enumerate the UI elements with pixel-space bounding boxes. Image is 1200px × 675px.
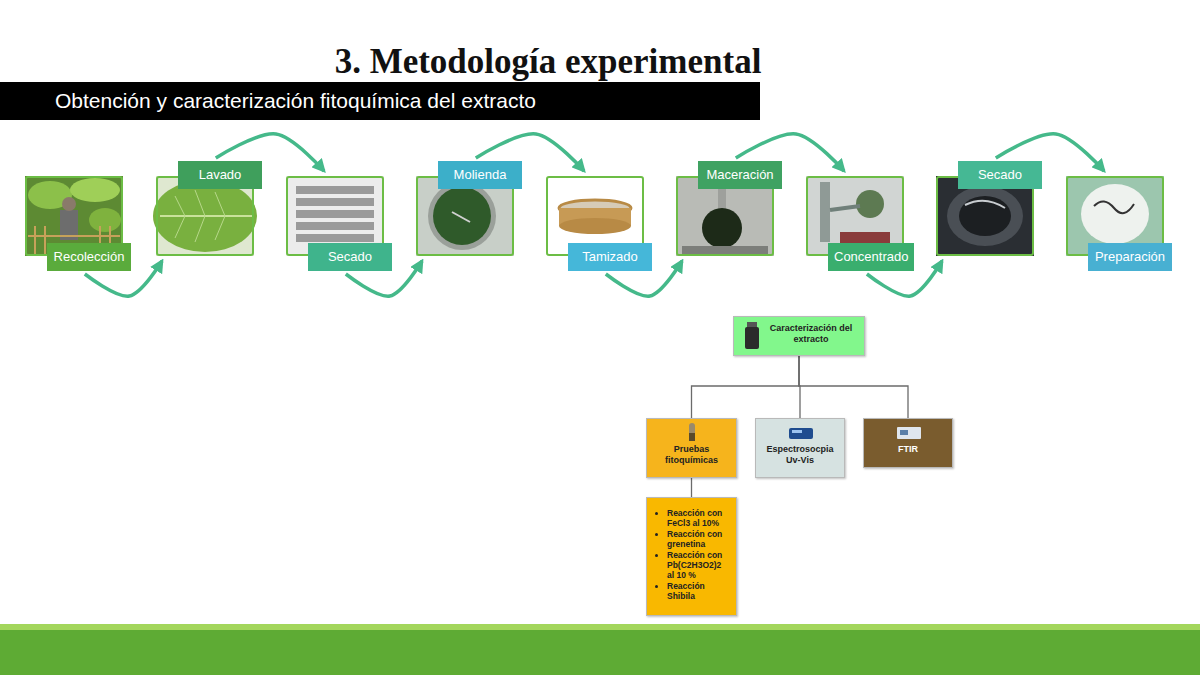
box-label: Caracterización del extracto xyxy=(734,317,864,345)
method-box: Pruebas fitoquímicas xyxy=(646,418,737,478)
photo-dryer-part-part xyxy=(296,222,374,230)
icon-part xyxy=(789,428,813,439)
process-step: Maceración xyxy=(676,176,774,256)
slide-title: 3. Metodología experimental xyxy=(0,40,1096,84)
photo-drying-flask-part xyxy=(959,196,1011,236)
tree-connector xyxy=(692,356,800,418)
photo-sample-jar-part xyxy=(1094,201,1134,213)
test-list: Reacción con FeCl3 al 10%Reacción con gr… xyxy=(646,497,737,616)
process-step: Tamizado xyxy=(546,176,644,256)
section-band: Obtención y caracterización fitoquímica … xyxy=(0,82,760,120)
photo-grinding-part xyxy=(452,212,470,222)
photo-collection-part xyxy=(62,197,76,211)
process-step: Secado xyxy=(936,176,1034,256)
tree-connector xyxy=(691,478,692,497)
footer-bar-part xyxy=(0,624,1200,630)
photo-dryer-part-part xyxy=(296,198,374,206)
photo-grinding-part xyxy=(428,182,496,250)
step-label: Lavado xyxy=(178,161,262,189)
photo-washing-part-part xyxy=(195,190,205,216)
section-heading: Obtención y caracterización fitoquímica … xyxy=(0,82,760,120)
footer-bar xyxy=(0,624,1200,675)
photo-sample-jar-part xyxy=(1081,184,1149,244)
icon xyxy=(896,425,922,441)
list-item: Reacción con Pb(C2H3O2)2 al 10 % xyxy=(667,550,730,580)
process-step: Molienda xyxy=(416,176,514,256)
photo-collection-part-part xyxy=(34,226,36,254)
photo-maceration-part xyxy=(682,246,768,254)
icon-part xyxy=(897,427,921,439)
photo-washing-part xyxy=(175,190,225,242)
photo-sieve-part xyxy=(559,218,631,234)
photo-collection-part xyxy=(89,208,121,232)
photo-collection-part-part xyxy=(28,235,120,237)
step-label: Maceración xyxy=(698,161,782,189)
box-label: Pruebas fitoquímicas xyxy=(647,419,736,470)
list-item: Reacción con grenetina xyxy=(667,529,730,549)
box-label: Espectrosocpia Uv-Vis xyxy=(756,419,844,470)
photo-washing-part-part xyxy=(175,216,185,238)
photo-collection-part-part xyxy=(44,226,46,254)
process-step: Recolección xyxy=(25,176,123,256)
footer-bar-part xyxy=(0,630,1200,675)
method-box: FTIR xyxy=(863,418,953,468)
method-box: Espectrosocpia Uv-Vis xyxy=(755,418,845,478)
icon-part xyxy=(745,327,759,349)
process-step: Lavado xyxy=(156,176,254,256)
step-label: Molienda xyxy=(438,161,522,189)
icon-part xyxy=(900,430,908,435)
list-item: Reacción con FeCl3 al 10% xyxy=(667,508,730,528)
photo-dryer-part xyxy=(296,186,374,242)
icon-part xyxy=(792,430,802,433)
step-label: Secado xyxy=(958,161,1042,189)
tree-connector xyxy=(799,356,908,418)
photo-dryer-part-part xyxy=(296,186,374,194)
step-label: Tamizado xyxy=(568,243,652,271)
box-label: FTIR xyxy=(864,419,952,459)
photo-dryer-part-part xyxy=(296,234,374,242)
photo-washing-part xyxy=(153,180,257,252)
photo-washing-part-part xyxy=(215,216,225,240)
list-item: Reacción Shibila xyxy=(667,581,730,601)
step-label: Secado xyxy=(308,243,392,271)
icon-part xyxy=(747,322,757,327)
process-step: Preparación xyxy=(1066,176,1164,256)
icon-part xyxy=(689,433,695,441)
root-box: Caracterización del extracto xyxy=(733,316,865,356)
icon xyxy=(685,423,699,443)
photo-washing-part xyxy=(160,215,252,217)
photo-rotavap-part xyxy=(820,182,830,242)
photo-dryer-part-part xyxy=(296,210,374,218)
photo-collection-part xyxy=(70,178,120,202)
photo-rotavap-part xyxy=(856,190,884,218)
photo-rotavap-part xyxy=(830,206,860,210)
icon-part xyxy=(689,423,695,441)
step-label: Recolección xyxy=(47,243,131,271)
process-step: Concentrado xyxy=(806,176,904,256)
step-label: Preparación xyxy=(1088,243,1172,271)
process-step: Secado xyxy=(286,176,384,256)
icon xyxy=(788,425,814,441)
step-label: Concentrado xyxy=(828,243,914,271)
photo-maceration-part xyxy=(702,208,742,248)
icon xyxy=(744,322,760,350)
photo-drying-flask-part xyxy=(947,186,1023,246)
photo-washing-part-part xyxy=(175,196,185,216)
photo-grinding-part xyxy=(433,187,491,245)
photo-drying-flask-part xyxy=(965,201,1005,208)
photo-washing-part-part xyxy=(195,216,205,242)
bullet-list: Reacción con FeCl3 al 10%Reacción con gr… xyxy=(647,498,736,608)
photo-washing-part-part xyxy=(215,192,225,216)
